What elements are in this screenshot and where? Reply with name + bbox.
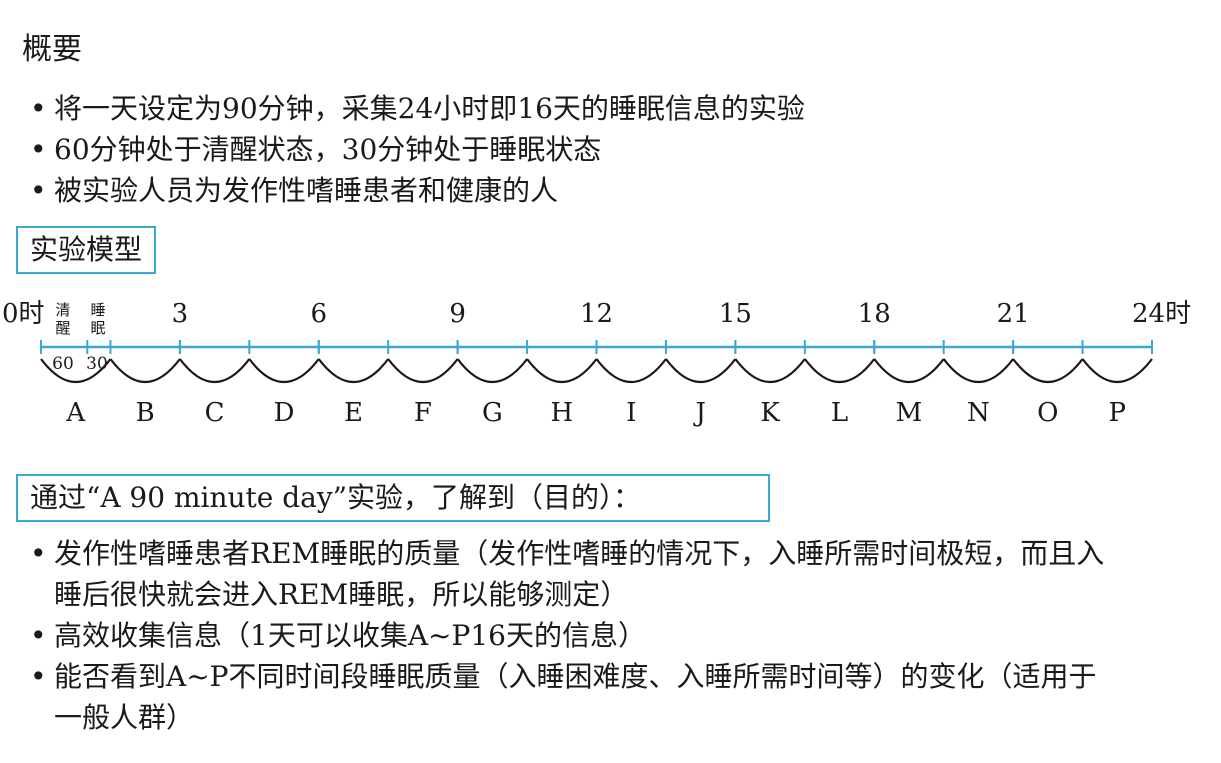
day-arc <box>109 358 181 384</box>
day-label: N <box>967 398 990 428</box>
timeline-labels: 3 6 9 12 15 18 21 0时 24时 清醒 睡眠 60 30A B C D E F G H I J K L M N O P <box>2 299 1191 428</box>
purpose-label-box: 通过“A 90 minute day”实验，了解到（目的）： <box>16 474 770 522</box>
day-arc <box>317 358 390 384</box>
overview-list: 将一天设定为90分钟，采集24小时即16天的睡眠信息的实验60分钟处于清醒状态，… <box>22 88 1172 211</box>
day-label: F <box>414 398 432 428</box>
list-item: 高效收集信息（1天可以收集A~P16天的信息） <box>22 615 1122 656</box>
day-arc <box>595 358 667 384</box>
hour-label: 3 <box>172 299 189 329</box>
sleep-minutes-label: 30 <box>86 354 108 374</box>
day-arc <box>803 358 876 384</box>
sleep-label-2: 眠 <box>90 319 105 337</box>
hour-label: 12 <box>580 299 613 329</box>
day-arc <box>526 358 598 384</box>
end-label: 24时 <box>1132 299 1191 329</box>
day-label: C <box>205 398 225 428</box>
hour-label: 18 <box>858 299 891 329</box>
day-arc <box>387 358 459 384</box>
day-arc <box>456 358 528 384</box>
list-item: 被实验人员为发作性嗜睡患者和健康的人 <box>22 170 1172 211</box>
day-label: I <box>626 398 636 428</box>
day-arc <box>40 358 112 384</box>
day-label: A <box>65 398 86 428</box>
day-arc <box>248 358 320 384</box>
start-label: 0时 <box>2 299 45 329</box>
wake-label-2: 醒 <box>55 319 70 337</box>
day-arc <box>1081 358 1153 384</box>
wake-minutes-label: 60 <box>52 354 74 374</box>
day-arc <box>1012 358 1084 384</box>
day-label: M <box>896 398 923 428</box>
hour-label: 9 <box>449 299 466 329</box>
day-label: P <box>1109 398 1127 428</box>
day-label: H <box>550 398 573 428</box>
day-arc <box>734 358 806 384</box>
day-label: D <box>274 398 295 428</box>
day-label: J <box>692 398 705 428</box>
wake-label-1: 清 <box>55 301 70 319</box>
day-label: L <box>831 398 848 428</box>
timeline-diagram: 3 6 9 12 15 18 21 0时 24时 清醒 睡眠 60 30A B C D E F G H I J K L M N O P <box>2 299 1191 428</box>
list-item: 发作性嗜睡患者REM睡眠的质量（发作性嗜睡的情况下，入睡所需时间极短，而且入睡后… <box>22 533 1122 615</box>
hour-label: 6 <box>310 299 327 329</box>
day-label: O <box>1037 398 1058 428</box>
sleep-label-1: 睡 <box>90 301 105 319</box>
hour-label: 21 <box>997 299 1030 329</box>
day-arc <box>873 358 945 384</box>
page-title: 概要 <box>22 32 82 67</box>
day-arc <box>178 358 251 384</box>
day-label: B <box>136 398 155 428</box>
day-arc <box>942 358 1015 384</box>
timeline-arcs <box>40 358 1153 384</box>
list-item: 将一天设定为90分钟，采集24小时即16天的睡眠信息的实验 <box>22 88 1172 129</box>
model-label-box: 实验模型 <box>16 226 157 274</box>
list-item: 能否看到A~P不同时间段睡眠质量（入睡困难度、入睡所需时间等）的变化（适用于一般… <box>22 656 1122 738</box>
day-label: E <box>344 398 363 428</box>
day-arc <box>665 358 737 384</box>
hour-label: 15 <box>719 299 752 329</box>
list-item: 60分钟处于清醒状态，30分钟处于睡眠状态 <box>22 129 1172 170</box>
day-label: G <box>482 398 503 428</box>
day-label: K <box>760 398 780 428</box>
purpose-list: 发作性嗜睡患者REM睡眠的质量（发作性嗜睡的情况下，入睡所需时间极短，而且入睡后… <box>22 533 1122 738</box>
